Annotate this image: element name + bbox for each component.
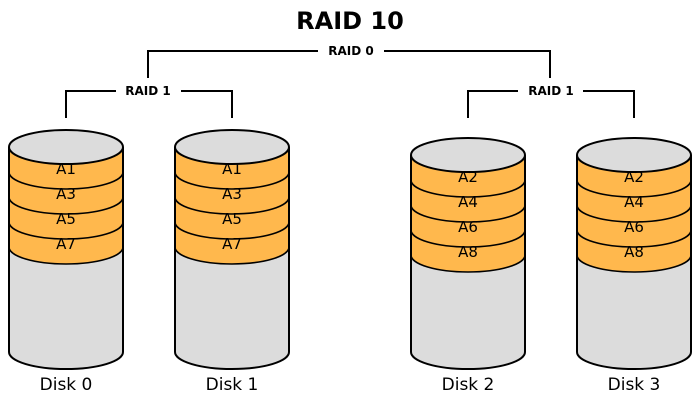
block-label: A7 (56, 235, 76, 253)
block-divider (576, 204, 692, 223)
block-label: A2 (458, 168, 478, 186)
block-divider (410, 204, 526, 223)
block-divider (8, 246, 124, 265)
block-divider (410, 229, 526, 248)
block-divider (576, 229, 692, 248)
block-label: A1 (222, 160, 242, 178)
block-divider (174, 171, 290, 190)
block-label: A3 (222, 185, 242, 203)
disk-label: Disk 0 (40, 375, 93, 395)
block-label: A4 (624, 193, 644, 211)
block-label: A3 (56, 185, 76, 203)
block-divider (410, 254, 526, 273)
block-divider (8, 196, 124, 215)
disk-label: Disk 1 (206, 375, 259, 395)
raid0-label: RAID 0 (328, 44, 373, 58)
raid1-bracket-right (467, 90, 635, 118)
block-divider (576, 179, 692, 198)
block-label: A6 (624, 218, 644, 236)
block-label: A5 (56, 210, 76, 228)
block-label: A5 (222, 210, 242, 228)
disk-outline (174, 147, 290, 370)
block-label: A8 (458, 243, 478, 261)
block-label: A1 (56, 160, 76, 178)
block-band (175, 147, 289, 264)
diagram-title: RAID 10 (296, 7, 404, 35)
block-label: A7 (222, 235, 242, 253)
block-divider (576, 254, 692, 273)
block-label: A8 (624, 243, 644, 261)
raid1-label-left: RAID 1 (125, 84, 170, 98)
block-divider (174, 221, 290, 240)
disk-top-cap (576, 137, 692, 173)
disk-top-cap (8, 129, 124, 165)
block-label: A4 (458, 193, 478, 211)
raid1-bracket-left (65, 90, 233, 118)
disk-outline (410, 155, 526, 370)
disk-label: Disk 2 (442, 375, 495, 395)
block-label: A6 (458, 218, 478, 236)
raid1-label-right: RAID 1 (528, 84, 573, 98)
block-label: A2 (624, 168, 644, 186)
disk-top-cap (174, 129, 290, 165)
block-divider (8, 171, 124, 190)
disk-outline (576, 155, 692, 370)
block-divider (174, 246, 290, 265)
block-divider (410, 179, 526, 198)
disk-top-cap (410, 137, 526, 173)
block-band (411, 155, 525, 272)
disk-outline (8, 147, 124, 370)
block-divider (174, 196, 290, 215)
block-band (577, 155, 691, 272)
raid0-bracket (147, 50, 551, 78)
disk-label: Disk 3 (608, 375, 661, 395)
block-divider (8, 221, 124, 240)
block-band (9, 147, 123, 264)
